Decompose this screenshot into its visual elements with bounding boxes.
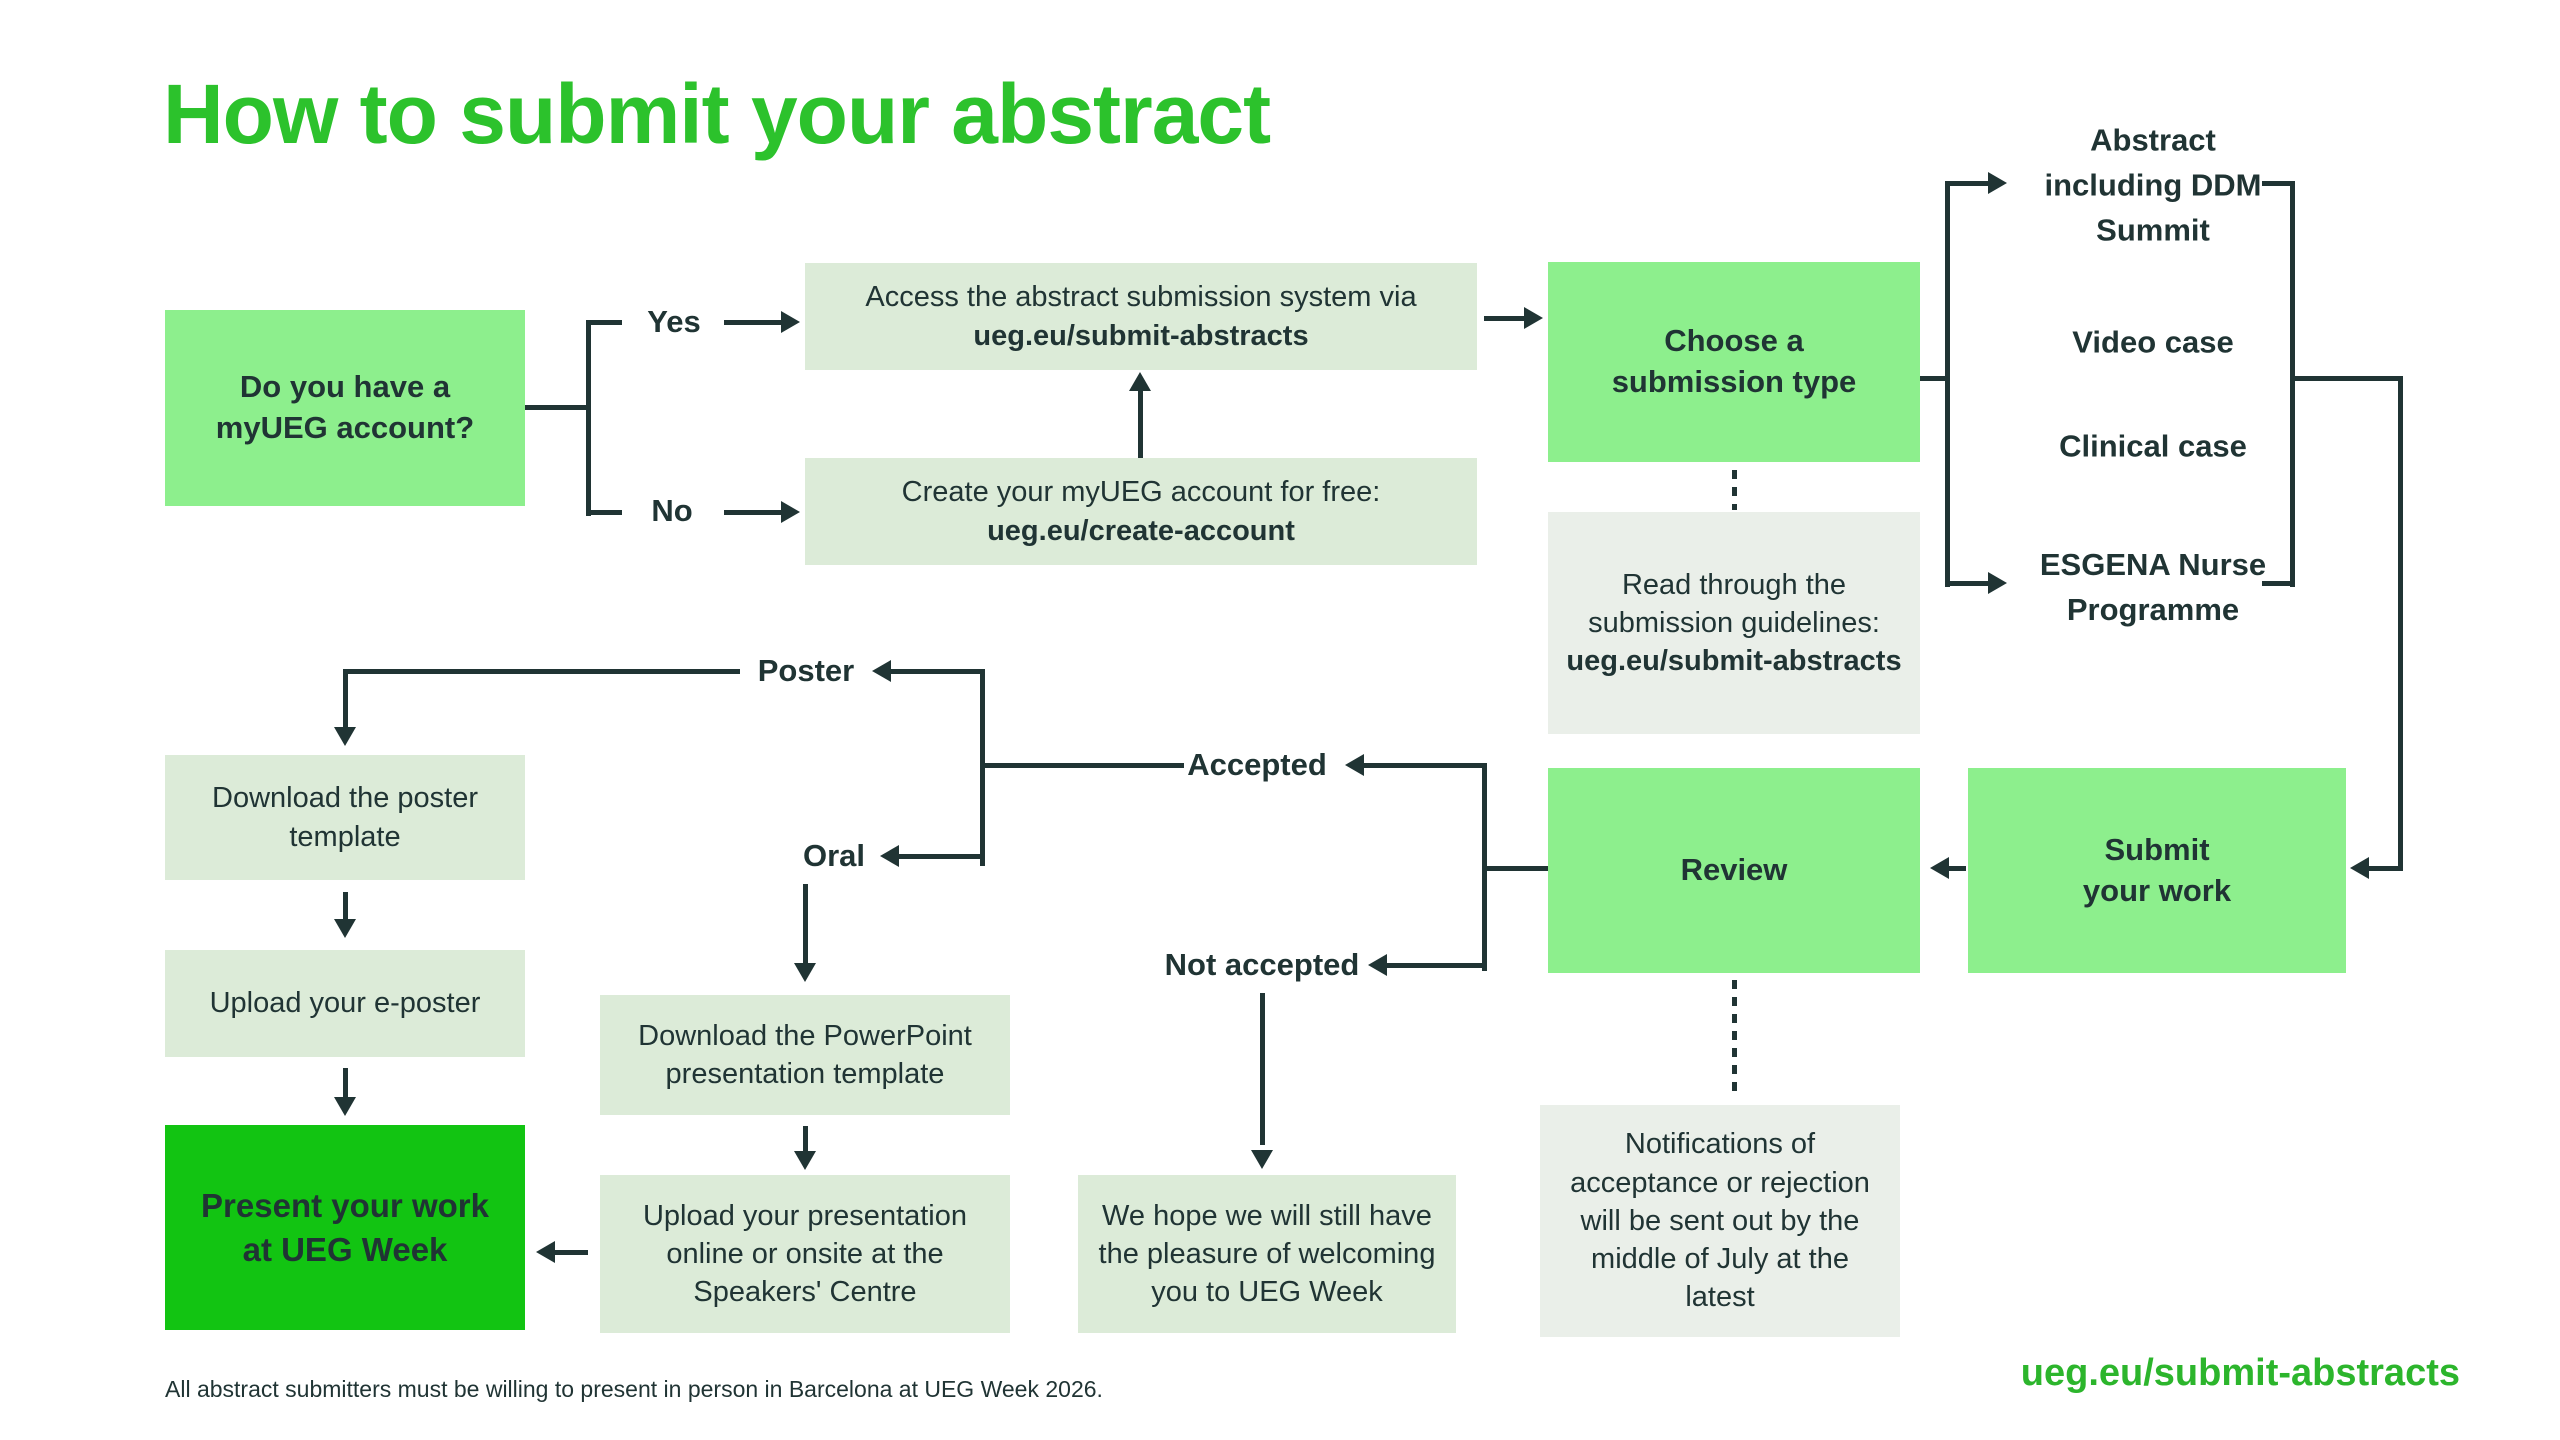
abstract-arrowhead-icon (1988, 172, 2007, 194)
connector-access-to-choose (1484, 316, 1524, 321)
submit-arrowhead-icon (2350, 857, 2369, 879)
connector-accepted-line (1357, 763, 1484, 768)
connector-into-submit (2369, 866, 2403, 871)
connector-create-to-access (1138, 388, 1143, 458)
not-accepted-arrowhead-icon (1368, 954, 1387, 976)
poster-arrowhead-icon (872, 660, 891, 682)
guidelines-url: ueg.eu/submit-abstracts (1566, 645, 1902, 678)
choose-arrowhead-icon (1524, 307, 1543, 329)
create-account-text: Create your myUEG account for free: (901, 476, 1381, 509)
access-system-text: Access the abstract submission system vi… (865, 281, 1417, 314)
connector-submit-to-review (1946, 866, 1966, 871)
type-video-case: Video case (2072, 324, 2234, 360)
connector-ppt-to-upload (803, 1126, 808, 1154)
download-ppt-arrowhead-icon (794, 963, 816, 982)
connector-types-right-spine (2290, 181, 2295, 587)
footer-url: ueg.eu/submit-abstracts (2020, 1352, 2460, 1394)
node-review: Review (1548, 768, 1920, 973)
connector-account-stem (525, 405, 591, 410)
node-download-poster: Download the poster template (165, 755, 525, 880)
label-oral: Oral (802, 838, 866, 873)
label-accepted: Accepted (1187, 747, 1327, 782)
connector-upload-to-present (552, 1250, 588, 1255)
connector-esgena-line (1950, 581, 1988, 586)
node-access-system: Access the abstract submission system vi… (805, 263, 1477, 370)
create-account-url: ueg.eu/create-account (987, 514, 1295, 547)
oral-arrowhead-icon (880, 845, 899, 867)
connector-not-accepted-down (1260, 993, 1265, 1145)
no-arrowhead-icon (781, 501, 800, 523)
esgena-arrowhead-icon (1988, 572, 2007, 594)
up-arrowhead-icon (1129, 372, 1151, 391)
connector-choose-stem (1920, 376, 1950, 381)
type-abstract-ddm: Abstract including DDM Summit (2044, 122, 2262, 248)
yes-arrowhead-icon (781, 311, 800, 333)
download-poster-arrowhead-icon (334, 727, 356, 746)
label-no: No (651, 493, 693, 528)
eposter-arrowhead-icon (334, 919, 356, 938)
upload-presentation-arrowhead-icon (794, 1151, 816, 1170)
connector-account-spine (586, 320, 591, 516)
connector-esgena-right (2262, 581, 2295, 586)
review-arrowhead-icon (1930, 857, 1949, 879)
footer-note: All abstract submitters must be willing … (165, 1376, 1103, 1402)
node-account-question: Do you have a myUEG account? (165, 310, 525, 506)
connector-oral-line (899, 854, 984, 859)
connector-yes-stub (586, 320, 622, 325)
label-not-accepted: Not accepted (1164, 947, 1360, 982)
label-yes: Yes (647, 304, 701, 339)
access-system-url: ueg.eu/submit-abstracts (973, 319, 1309, 352)
connector-poster-to-eposter (343, 892, 348, 922)
connector-outcome-spine (1482, 763, 1487, 971)
present-down-arrowhead-icon (334, 1097, 356, 1116)
connector-types-to-outer (2295, 376, 2403, 381)
node-present-work: Present your work at UEG Week (165, 1125, 525, 1330)
connector-eposter-to-present (343, 1068, 348, 1100)
label-poster: Poster (757, 653, 855, 688)
dotted-review-to-notifications (1732, 980, 1737, 1098)
connector-no-line (724, 510, 782, 515)
connector-yes-line (724, 320, 782, 325)
page-title: How to submit your abstract (163, 67, 1271, 161)
present-left-arrowhead-icon (536, 1241, 555, 1263)
connector-abstract-line (1950, 181, 1988, 186)
connector-not-accepted-line (1380, 963, 1484, 968)
connector-poster-line (891, 669, 984, 674)
type-esgena-nurse: ESGENA Nurse Programme (2039, 547, 2267, 627)
we-hope-arrowhead-icon (1251, 1150, 1273, 1169)
node-create-account: Create your myUEG account for free: ueg.… (805, 458, 1477, 565)
connector-types-left-spine (1945, 181, 1950, 587)
connector-review-stem (1482, 866, 1548, 871)
accepted-arrowhead-icon (1345, 754, 1364, 776)
node-guidelines: Read through the submission guidelines: … (1548, 512, 1920, 734)
node-upload-presentation: Upload your presentation online or onsit… (600, 1175, 1010, 1333)
connector-abstract-right (2262, 181, 2295, 186)
node-notifications: Notifications of acceptance or rejection… (1540, 1105, 1900, 1337)
connector-no-stub (586, 510, 622, 515)
node-choose-type: Choose a submission type (1548, 262, 1920, 462)
connector-accepted-stem (984, 763, 1184, 768)
dotted-choose-to-guidelines (1732, 470, 1737, 510)
connector-outer-down (2398, 376, 2403, 871)
node-we-hope: We hope we will still have the pleasure … (1078, 1175, 1456, 1333)
node-submit-work: Submit your work (1968, 768, 2346, 973)
connector-poster-left (343, 669, 740, 674)
type-clinical-case: Clinical case (2059, 428, 2247, 464)
guidelines-text: Read through the submission guidelines: (1588, 568, 1880, 639)
node-upload-eposter: Upload your e-poster (165, 950, 525, 1057)
connector-poster-down (343, 669, 348, 727)
node-download-ppt: Download the PowerPoint presentation tem… (600, 995, 1010, 1115)
connector-format-spine (980, 669, 985, 866)
connector-oral-down (803, 884, 808, 966)
